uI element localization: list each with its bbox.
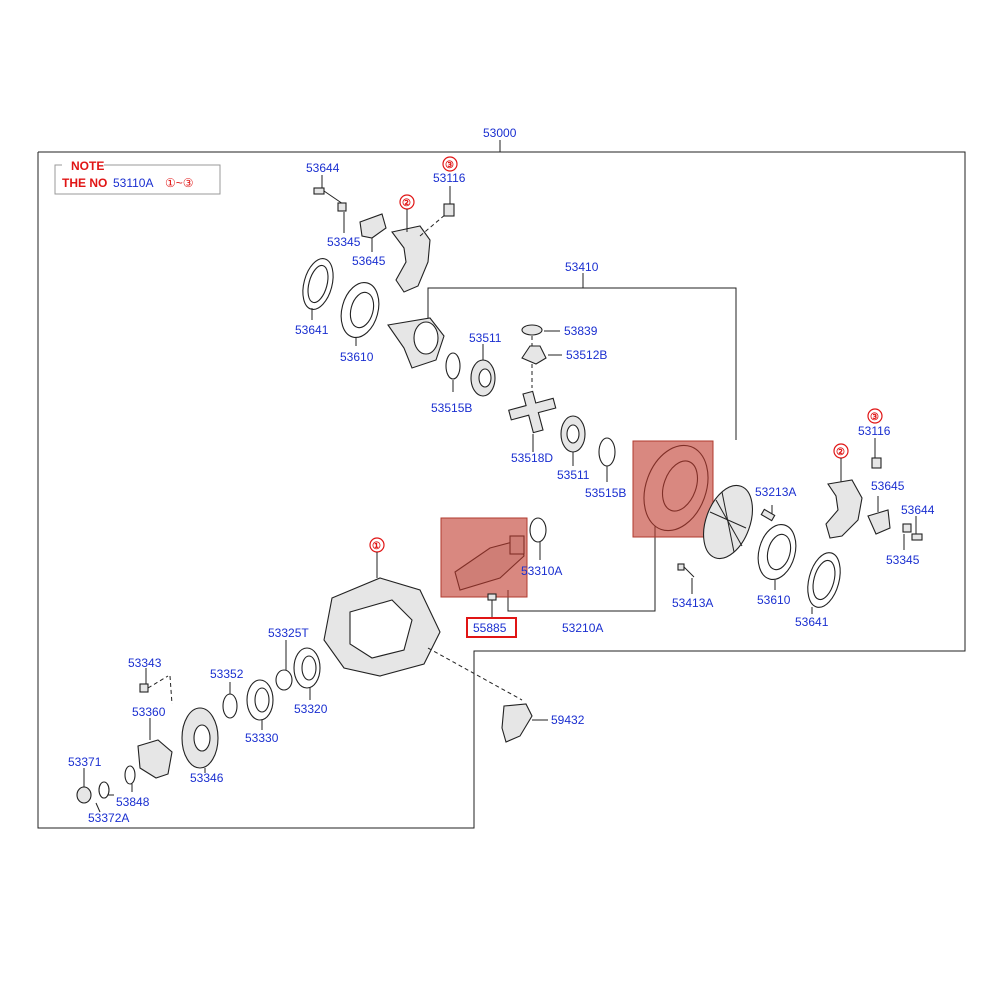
part-label-55885[interactable]: 55885 <box>473 621 507 635</box>
part-label-53515B-upper[interactable]: 53515B <box>431 401 472 415</box>
spider-53518D <box>508 390 557 434</box>
part-label-53848[interactable]: 53848 <box>116 795 150 809</box>
shim-53325T <box>275 669 293 691</box>
part-label-53371[interactable]: 53371 <box>68 755 102 769</box>
washer-53310A <box>529 517 547 543</box>
note-box: NOTE THE NO 53110A ①~③ <box>54 159 221 195</box>
note-line-prefix: THE NO <box>62 176 107 190</box>
part-label-53325T[interactable]: 53325T <box>268 626 309 640</box>
bearing-cap-right <box>825 479 863 539</box>
clip-53116-right <box>871 457 882 469</box>
note-heading: NOTE <box>71 159 104 173</box>
part-label-59432[interactable]: 59432 <box>551 713 585 727</box>
side-gear-53511-lower <box>560 415 586 453</box>
assembly-part-number[interactable]: 53000 <box>483 126 517 140</box>
part-label-53330[interactable]: 53330 <box>245 731 279 745</box>
callout-2-top: ② <box>402 198 411 209</box>
part-label-53410[interactable]: 53410 <box>565 260 599 274</box>
nut-53371 <box>76 786 92 804</box>
part-label-53518D[interactable]: 53518D <box>511 451 553 465</box>
side-gear-53511-upper <box>470 359 496 397</box>
part-label-53310A[interactable]: 53310A <box>521 564 562 578</box>
part-label-53345-top[interactable]: 53345 <box>327 235 361 249</box>
companion-flange-53360 <box>137 739 173 779</box>
highlight-ring-gear <box>632 440 714 538</box>
part-label-53644-right[interactable]: 53644 <box>901 503 935 517</box>
callout-1: ① <box>372 541 381 552</box>
part-label-53116-top[interactable]: 53116 <box>433 171 466 185</box>
part-label-53360[interactable]: 53360 <box>132 705 166 719</box>
part-label-53413A[interactable]: 53413A <box>672 596 713 610</box>
highlight-drive-pinion <box>440 517 528 598</box>
washer-53839 <box>521 324 543 336</box>
part-label-53511-upper[interactable]: 53511 <box>469 331 502 345</box>
bolt-53213A <box>760 508 776 522</box>
o-ring-53848 <box>124 765 136 785</box>
differential-case <box>703 484 753 560</box>
o-ring-small <box>98 781 110 799</box>
spacer-53352 <box>222 693 238 719</box>
lock-plate-53645-top <box>359 213 387 239</box>
highlight-box-55885 <box>466 617 517 638</box>
bolt-53413A <box>677 563 695 578</box>
note-range: ①~③ <box>165 176 194 190</box>
callout-3-top: ③ <box>445 160 454 171</box>
part-label-53343[interactable]: 53343 <box>128 656 162 670</box>
part-label-53320[interactable]: 53320 <box>294 702 328 716</box>
part-label-53346[interactable]: 53346 <box>190 771 224 785</box>
assembly-outline <box>37 151 966 829</box>
part-label-53210A[interactable]: 53210A <box>562 621 603 635</box>
part-label-53839[interactable]: 53839 <box>564 324 598 338</box>
part-label-53515B-lower[interactable]: 53515B <box>585 486 626 500</box>
part-label-53116-right[interactable]: 53116 <box>858 424 891 438</box>
plug-55885 <box>487 593 497 601</box>
part-label-53372A[interactable]: 53372A <box>88 811 129 825</box>
differential-carrier <box>323 577 441 677</box>
part-label-53213A[interactable]: 53213A <box>755 485 796 499</box>
bearing-cap-top <box>391 225 431 293</box>
part-label-53610-top[interactable]: 53610 <box>340 350 374 364</box>
part-label-53645-right[interactable]: 53645 <box>871 479 905 493</box>
part-label-53645-top[interactable]: 53645 <box>352 254 386 268</box>
thrust-washer-53515B-upper <box>445 352 461 380</box>
bolt-53644-right <box>902 523 923 541</box>
callout-2-right: ② <box>836 447 845 458</box>
pinion-gear-53512B <box>521 345 547 365</box>
callout-3-right: ③ <box>870 412 879 423</box>
part-label-53641-right[interactable]: 53641 <box>795 615 829 629</box>
flange-gear-53346 <box>181 707 219 769</box>
lock-plate-53645-right <box>867 509 891 535</box>
part-label-53610-right[interactable]: 53610 <box>757 593 791 607</box>
bracket-59432 <box>501 703 533 743</box>
part-label-53352[interactable]: 53352 <box>210 667 244 681</box>
part-label-53345-right[interactable]: 53345 <box>886 553 920 567</box>
part-label-53511-lower[interactable]: 53511 <box>557 468 590 482</box>
bolt-53644-top <box>313 187 347 212</box>
note-line-part[interactable]: 53110A <box>113 176 153 190</box>
part-label-53644-top[interactable]: 53644 <box>306 161 340 175</box>
clip-53116-top <box>443 203 455 217</box>
part-label-53641-top[interactable]: 53641 <box>295 323 329 337</box>
thrust-washer-53515B-lower <box>598 437 616 467</box>
bolt-53343 <box>139 675 173 705</box>
part-label-53512B[interactable]: 53512B <box>566 348 607 362</box>
